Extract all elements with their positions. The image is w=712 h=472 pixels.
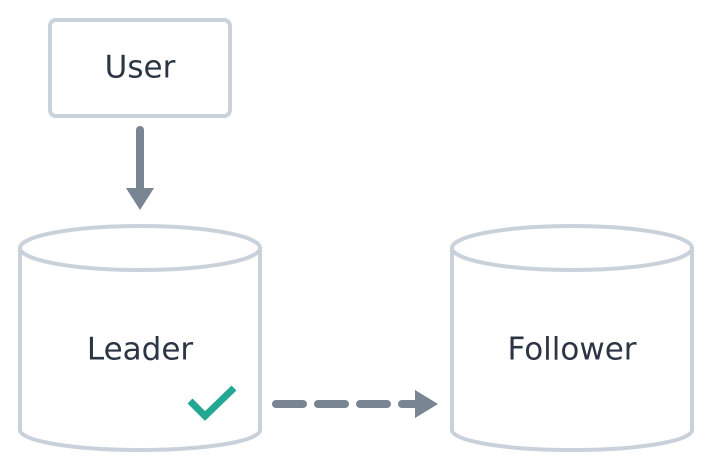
- user-box: [48, 18, 232, 118]
- user-node: User: [48, 18, 232, 118]
- follower-label: Follower: [507, 332, 636, 368]
- follower-cylinder-body: [450, 248, 694, 452]
- leader-label: Leader: [87, 332, 194, 368]
- leader-to-follower-arrowhead: [415, 390, 438, 418]
- follower-node: Follower: [450, 224, 694, 452]
- user-to-leader-arrowhead: [126, 188, 154, 210]
- user-to-leader-arrow: [126, 126, 154, 210]
- user-label: User: [105, 50, 176, 86]
- leader-to-follower-arrow: [272, 390, 438, 418]
- leader-node: Leader: [18, 224, 262, 452]
- check-icon: [187, 385, 237, 421]
- leader-cylinder-top: [18, 224, 262, 272]
- follower-cylinder-top: [450, 224, 694, 272]
- leader-cylinder-body: [18, 248, 262, 452]
